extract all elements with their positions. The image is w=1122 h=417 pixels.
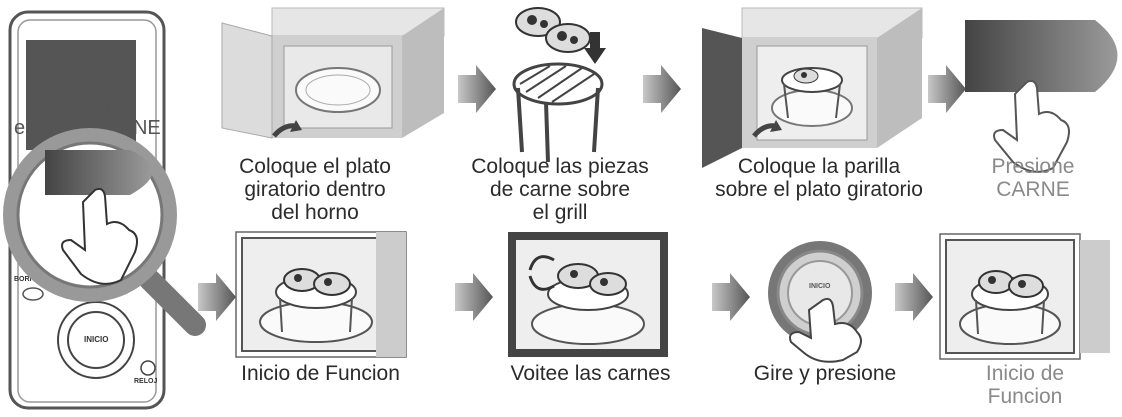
- step3-caption: Coloque la parilla sobre el plato girato…: [688, 155, 950, 201]
- inicio-button[interactable]: INICIO: [84, 335, 109, 344]
- step1-line3: del horno: [271, 201, 359, 224]
- step4-line1: Presione: [991, 155, 1075, 178]
- step6-caption: Voitee las carnes: [478, 362, 703, 385]
- step2-line1: Coloque las piezas: [471, 155, 649, 178]
- arrow-right-icon: [895, 273, 933, 321]
- arrow-right-icon: [643, 65, 681, 113]
- step5-caption: Inicio de Funcion: [208, 362, 433, 385]
- arrow-right-icon: [198, 273, 236, 321]
- step1-caption: Coloque el plato giratorio dentro del ho…: [215, 155, 415, 224]
- step3-line1: Coloque la parilla: [737, 155, 901, 178]
- oven-rack-image: [702, 7, 923, 168]
- meat-on-grill-image: [512, 7, 606, 163]
- borrar-button[interactable]: BORRAR: [14, 276, 45, 283]
- step3-line2: sobre el plato giratorio: [715, 178, 923, 201]
- oven-window-image: [235, 231, 407, 358]
- step4-caption: Presione CARNE: [968, 155, 1098, 201]
- magnifier-icon: [3, 128, 206, 336]
- step1-line2: giratorio dentro: [244, 178, 386, 201]
- step7-caption: Gire y presione: [720, 362, 930, 385]
- press-carne-image: [965, 20, 1118, 173]
- panel-outline: [8, 10, 166, 410]
- step7-line1: Gire y presione: [753, 362, 897, 385]
- step5-line1: Inicio de Funcion: [241, 362, 400, 385]
- step2-caption: Coloque las piezas de carne sobre el gri…: [440, 155, 680, 224]
- step8-line2: Funcion: [987, 385, 1063, 408]
- panel-label-line1: Presione: [54, 95, 133, 117]
- arrow-right-icon: [458, 65, 496, 113]
- panel-label-line2: el boton CARNE: [14, 117, 161, 139]
- step6-line1: Voitee las carnes: [510, 362, 671, 385]
- step2-line2: de carne sobre: [489, 178, 631, 201]
- reloj-button[interactable]: RELOJ: [134, 378, 158, 385]
- dial-press-image: [768, 241, 872, 363]
- oven-turntable-image: [221, 7, 445, 139]
- step4-line2: CARNE: [996, 178, 1070, 201]
- arrow-right-icon: [928, 65, 966, 113]
- step2-line3: el grill: [532, 201, 588, 224]
- step8-caption: Inicio de Funcion: [955, 362, 1095, 408]
- turn-meat-image: [508, 232, 668, 357]
- dial-label: INICIO: [809, 283, 831, 290]
- control-panel: Presione el boton CARNE BORRAR INICIO RE…: [8, 10, 166, 410]
- step8-line1: Inicio de: [985, 362, 1065, 385]
- arrow-right-icon: [455, 273, 493, 321]
- arrow-right-icon: [712, 273, 750, 321]
- panel-label: Presione el boton CARNE: [14, 95, 224, 139]
- step1-line1: Coloque el plato: [239, 155, 391, 178]
- oven-window-image: [939, 233, 1110, 360]
